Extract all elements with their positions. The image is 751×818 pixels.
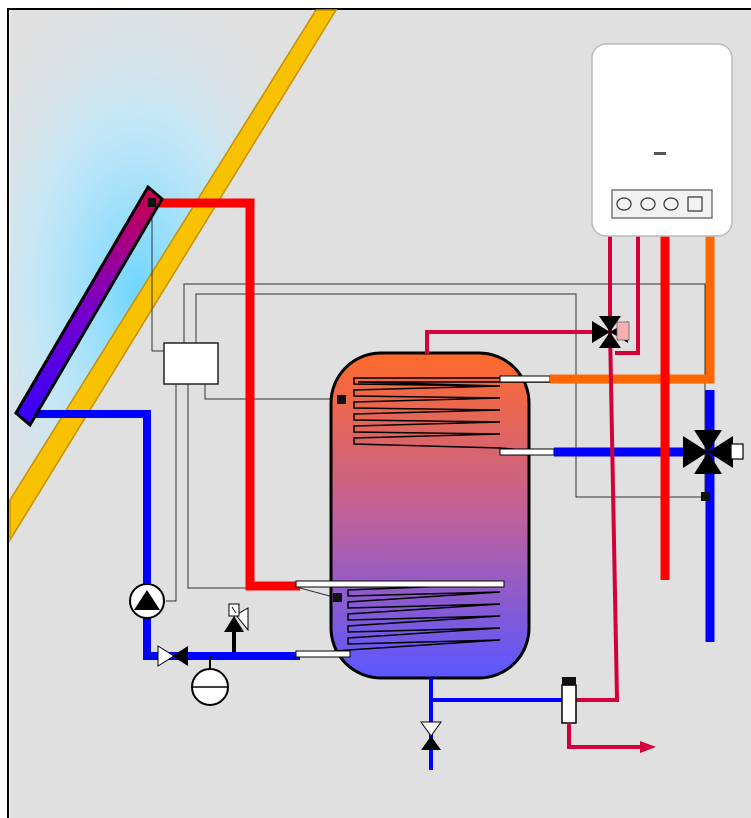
boiler-flow-pipe (550, 236, 715, 384)
upper-coil-outlet (499, 448, 555, 456)
circulation-pump (129, 583, 165, 619)
safety-valve (224, 603, 249, 632)
water-meter (561, 677, 577, 724)
upper-coil-inlet (499, 375, 551, 383)
drain-valve (420, 721, 442, 750)
boiler-indicator (654, 152, 666, 155)
wall-boiler (591, 43, 733, 237)
lower-heat-exchanger-coil (299, 583, 501, 655)
mixing-valve-right (683, 430, 744, 474)
dhw-outlet-pipe (567, 723, 640, 749)
boiler-display (687, 196, 703, 212)
diverter-valve-upper (592, 316, 630, 348)
lower-coil-inlet (295, 580, 505, 588)
boiler-button-2 (640, 197, 656, 211)
control-wiring (151, 203, 706, 602)
boiler-dhw-return (615, 236, 640, 355)
tank-sensor-lower (333, 593, 342, 602)
solar-flow-pipe (152, 198, 300, 591)
solar-return-pipe (35, 410, 300, 660)
roof (9, 9, 338, 543)
cold-sensor (701, 492, 710, 501)
diagram-frame (7, 8, 751, 818)
expansion-vessel (191, 656, 229, 706)
tank-sensor-upper (337, 395, 346, 404)
boiler-control-panel (611, 189, 713, 219)
check-valve (157, 645, 188, 667)
solar-collector (14, 184, 164, 428)
lower-coil-outlet (295, 650, 351, 658)
upper-heat-exchanger-coil (353, 377, 551, 453)
solar-controller (163, 342, 219, 385)
boiler-button-1 (616, 197, 632, 211)
collector-sensor (147, 198, 156, 207)
boiler-button-3 (663, 197, 679, 211)
dhw-outlet-arrow (640, 741, 656, 753)
boiler-dhw-line (572, 236, 620, 702)
